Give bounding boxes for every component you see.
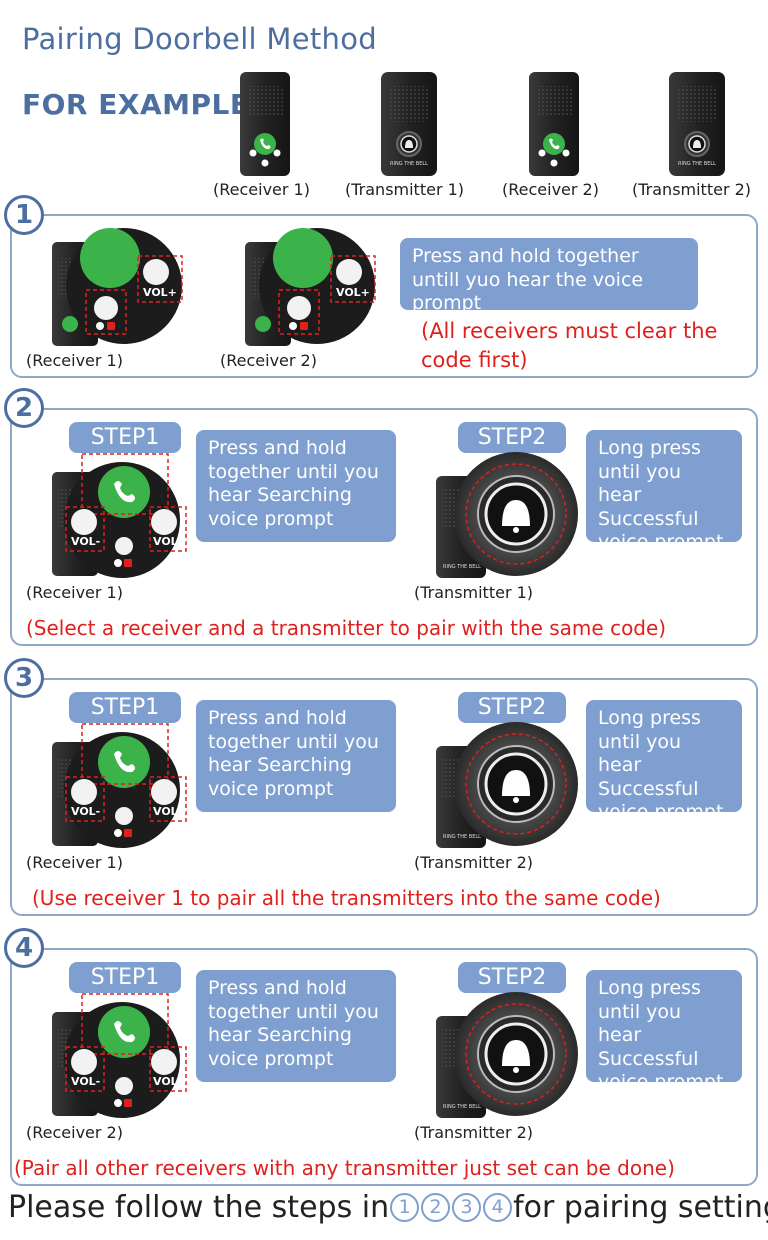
receiver-device-icon [240,72,290,176]
circled-number: 2 [421,1193,451,1222]
circled-number: 1 [390,1193,420,1222]
circled-number: 4 [483,1193,513,1222]
step1-instruction-bubble: Press and hold together until you hear S… [196,430,396,542]
receiver-buttons-closeup-icon: VOL- VOL+ [52,723,187,848]
svg-text:VOL-: VOL- [71,1075,100,1088]
transmitter-caption: (Transmitter 2) [414,1123,534,1142]
instruction-bubble: Press and hold together untill yuo hear … [400,238,698,314]
clear-code-note: (All receivers must clear the code first… [421,319,718,372]
transmitter-device-icon: RING THE BELL [669,72,725,176]
step2-label: STEP2 [458,962,566,993]
receiver-buttons-closeup-icon: VOL- VOL+ [52,453,187,578]
receiver-caption: (Receiver 2) [26,1123,123,1142]
svg-text:VOL-: VOL- [71,535,100,548]
step1-instruction-bubble: Press and hold together until you hear S… [196,970,396,1082]
receiver-buttons-closeup-icon: VOL- VOL+ [52,993,187,1118]
step-number-badge: 4 [4,928,44,968]
svg-text:RING THE BELL: RING THE BELL [443,834,481,840]
device-caption: (Receiver 1) [213,180,310,199]
footer-text-after: for pairing settings [513,1190,768,1225]
step1-label: STEP1 [69,422,181,453]
device-caption: (Receiver 2) [502,180,599,199]
svg-text:VOL+: VOL+ [153,1075,187,1088]
svg-text:VOL+: VOL+ [153,535,187,548]
step2-instruction-bubble: Long press until you hear Successful voi… [586,970,742,1093]
step2-label: STEP2 [458,422,566,453]
svg-text:RING THE BELL: RING THE BELL [390,161,428,167]
step1-label: STEP1 [69,962,181,993]
footer-text-before: Please follow the steps in [8,1190,390,1225]
svg-text:RING THE BELL: RING THE BELL [678,161,716,167]
circled-number: 3 [452,1193,482,1222]
pair-note: (Pair all other receivers with any trans… [14,1156,675,1180]
svg-text:VOL+: VOL+ [336,286,370,299]
svg-text:VOL+: VOL+ [153,805,187,818]
transmitter-caption: (Transmitter 1) [414,583,534,602]
example-label: FOR EXAMPLE [22,88,250,121]
step2-label: STEP2 [458,692,566,723]
pair-note: (Use receiver 1 to pair all the transmit… [32,886,661,910]
transmitter-bell-closeup-icon: RING THE BELL [436,452,578,578]
receiver-caption: (Receiver 2) [220,351,317,370]
receiver-caption: (Receiver 1) [26,583,123,602]
receiver-buttons-closeup-icon: VOL+ [245,228,376,346]
step-number-badge: 3 [4,658,44,698]
device-caption: (Transmitter 1) [345,180,465,199]
step1-label: STEP1 [69,692,181,723]
svg-text:VOL+: VOL+ [143,286,177,299]
transmitter-device-icon: RING THE BELL [381,72,437,176]
svg-text:RING THE BELL: RING THE BELL [443,1104,481,1110]
receiver-caption: (Receiver 1) [26,351,123,370]
transmitter-caption: (Transmitter 2) [414,853,534,872]
device-caption: (Transmitter 2) [632,180,752,199]
transmitter-bell-closeup-icon: RING THE BELL [436,722,578,848]
step2-instruction-bubble: Long press until you hear Successful voi… [586,430,742,553]
receiver-buttons-closeup-icon: VOL+ [52,228,183,346]
step-number-badge: 2 [4,388,44,428]
step1-instruction-bubble: Press and hold together until you hear S… [196,700,396,812]
step-number-badge: 1 [4,195,44,235]
step2-instruction-bubble: Long press until you hear Successful voi… [586,700,742,823]
page-title: Pairing Doorbell Method [22,22,377,56]
pair-note: (Select a receiver and a transmitter to … [26,616,667,640]
receiver-device-icon [529,72,579,176]
svg-text:VOL-: VOL- [71,805,100,818]
transmitter-bell-closeup-icon: RING THE BELL [436,992,578,1118]
svg-text:RING THE BELL: RING THE BELL [443,564,481,570]
receiver-caption: (Receiver 1) [26,853,123,872]
